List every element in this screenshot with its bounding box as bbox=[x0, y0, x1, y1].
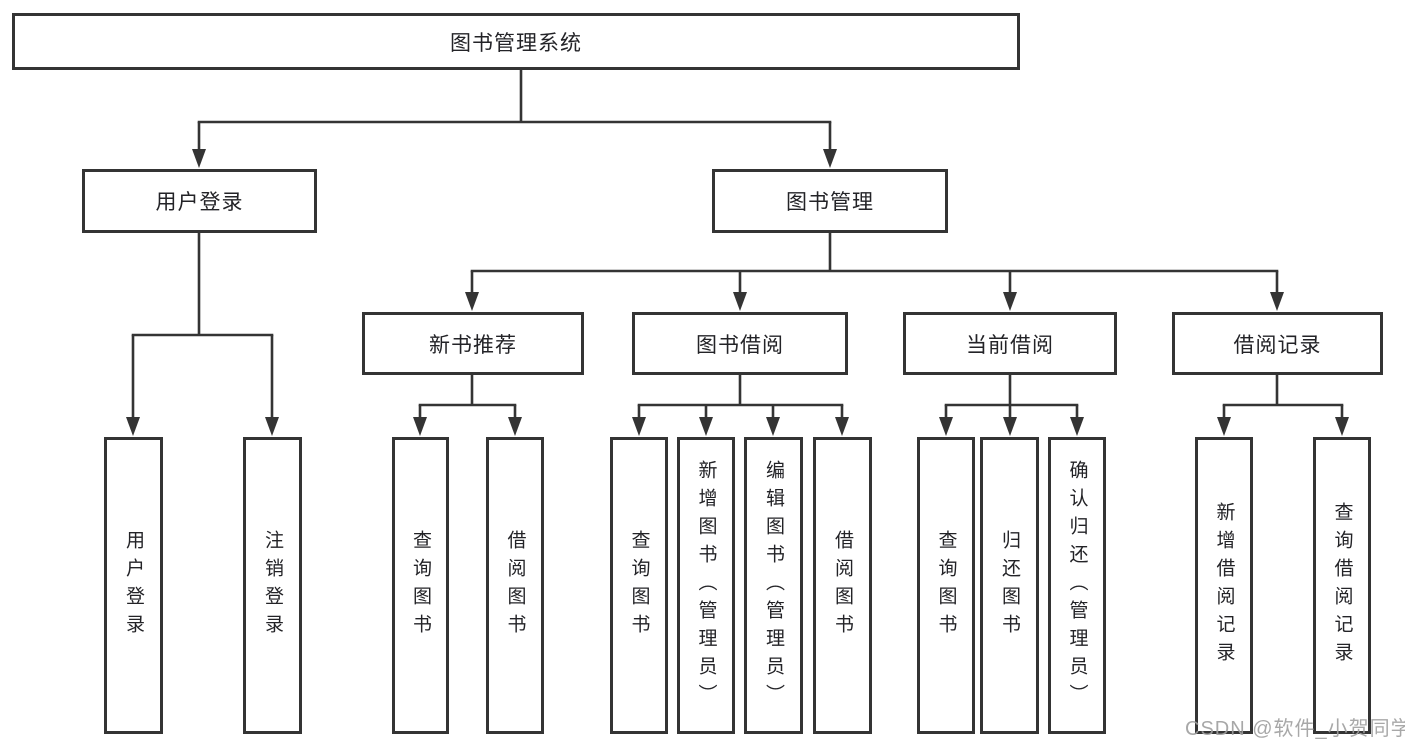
leaf-borrow-books-label: 借阅图书 bbox=[504, 529, 526, 642]
node-new-book-recommendation: 新书推荐 bbox=[362, 312, 584, 375]
leaf-query-books-under-current: 查询图书 bbox=[917, 437, 975, 734]
leaf-borrow-books-label: 借阅图书 bbox=[832, 529, 853, 642]
leaf-add-books-admin-label: 新增图书（管理员） bbox=[695, 459, 717, 712]
node-new-book-recommendation-label: 新书推荐 bbox=[429, 333, 517, 357]
leaf-query-books-under-recommendation: 查询图书 bbox=[392, 437, 449, 734]
node-root-label: 图书管理系统 bbox=[450, 31, 582, 55]
leaf-user-login: 用户登录 bbox=[104, 437, 163, 734]
leaf-query-borrow-record-label: 查询借阅记录 bbox=[1331, 501, 1353, 670]
leaf-return-books: 归还图书 bbox=[980, 437, 1039, 734]
node-borrowing-records-label: 借阅记录 bbox=[1233, 333, 1322, 357]
node-book-borrowing: 图书借阅 bbox=[632, 312, 848, 375]
node-root: 图书管理系统 bbox=[12, 13, 1020, 70]
leaf-query-borrow-record: 查询借阅记录 bbox=[1313, 437, 1371, 734]
node-book-management: 图书管理 bbox=[712, 169, 948, 233]
node-borrowing-records: 借阅记录 bbox=[1172, 312, 1383, 375]
leaf-query-books-label: 查询图书 bbox=[935, 529, 957, 642]
node-user-login-label: 用户登录 bbox=[155, 191, 244, 214]
node-book-borrowing-label: 图书借阅 bbox=[696, 333, 784, 357]
leaf-add-books-admin: 新增图书（管理员） bbox=[677, 437, 735, 734]
leaf-user-login-label: 用户登录 bbox=[123, 529, 144, 642]
leaf-confirm-return-admin-label: 确认归还（管理员） bbox=[1066, 459, 1088, 712]
leaf-logout-label: 注销登录 bbox=[262, 529, 283, 642]
leaf-add-borrow-record-label: 新增借阅记录 bbox=[1213, 501, 1235, 670]
leaf-edit-books-admin: 编辑图书（管理员） bbox=[744, 437, 803, 734]
leaf-add-borrow-record: 新增借阅记录 bbox=[1195, 437, 1253, 734]
leaf-borrow-books-under-borrowing: 借阅图书 bbox=[813, 437, 872, 734]
node-current-borrowing-label: 当前借阅 bbox=[966, 333, 1054, 357]
leaf-borrow-books-under-recommendation: 借阅图书 bbox=[486, 437, 544, 734]
leaf-return-books-label: 归还图书 bbox=[999, 529, 1020, 642]
node-current-borrowing: 当前借阅 bbox=[903, 312, 1117, 375]
leaf-edit-books-admin-label: 编辑图书（管理员） bbox=[763, 459, 784, 712]
leaf-confirm-return-admin: 确认归还（管理员） bbox=[1048, 437, 1106, 734]
leaf-query-books-under-borrowing: 查询图书 bbox=[610, 437, 668, 734]
node-book-management-label: 图书管理 bbox=[786, 191, 874, 214]
node-user-login: 用户登录 bbox=[82, 169, 317, 233]
leaf-query-books-label: 查询图书 bbox=[628, 529, 650, 642]
leaf-query-books-label: 查询图书 bbox=[410, 529, 431, 642]
csdn-watermark: CSDN @软件_小贺同学 bbox=[1185, 718, 1405, 740]
leaf-logout: 注销登录 bbox=[243, 437, 302, 734]
